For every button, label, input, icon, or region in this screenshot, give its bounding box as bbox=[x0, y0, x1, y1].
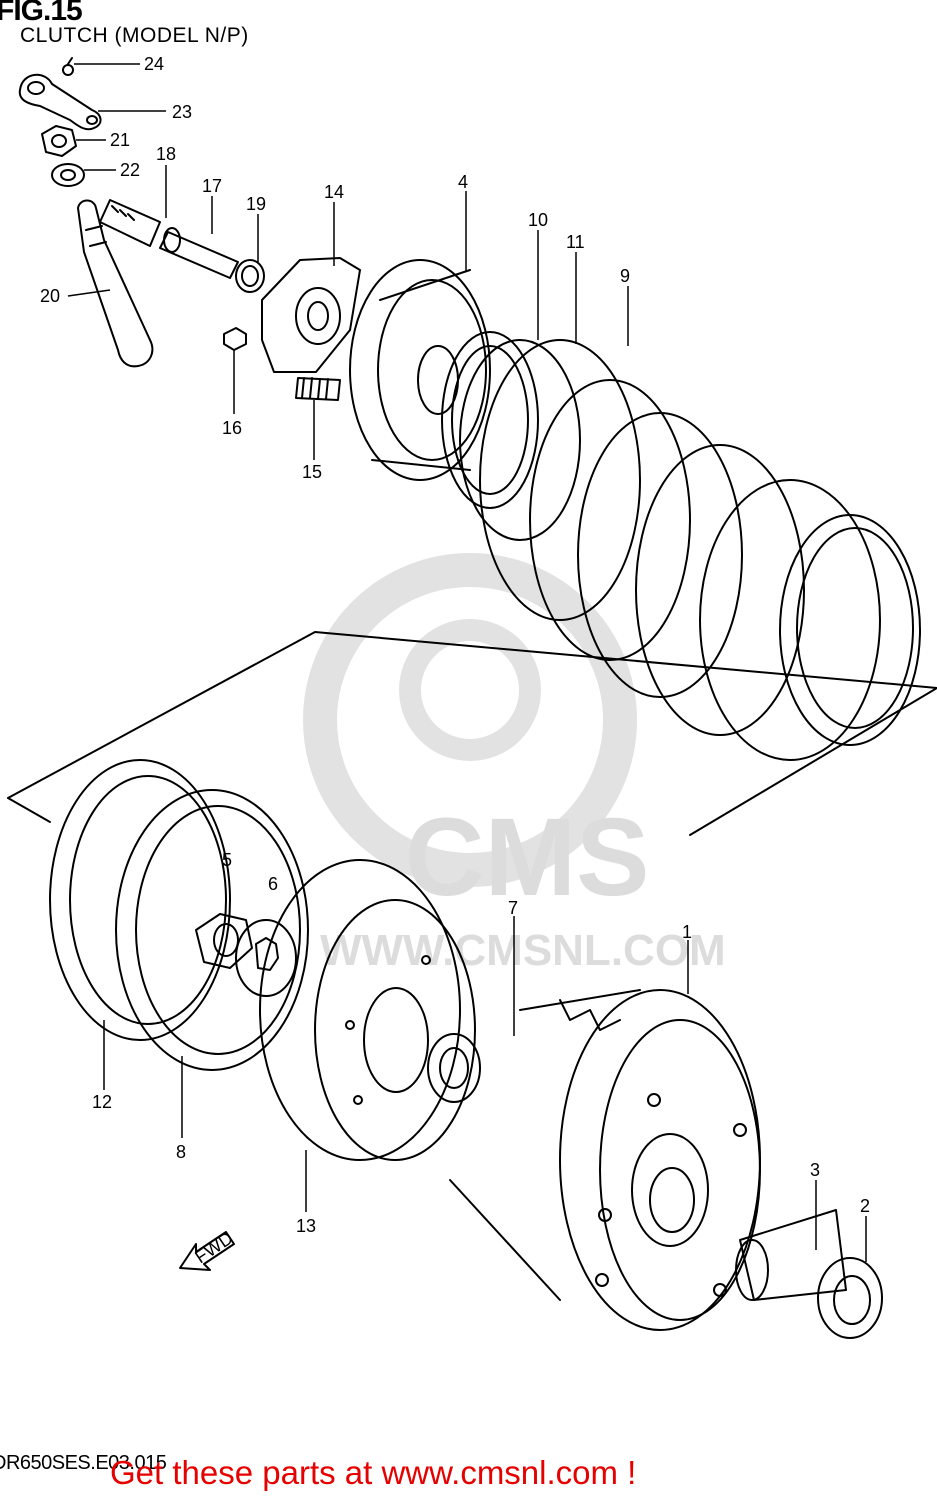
callout-3[interactable]: 3 bbox=[810, 1160, 820, 1180]
callout-24[interactable]: 24 bbox=[144, 54, 164, 74]
callout-11[interactable]: 11 bbox=[566, 232, 585, 252]
part-8-driven-plate bbox=[115, 789, 309, 1071]
watermark-url: WWW.CMSNL.COM bbox=[320, 926, 726, 975]
callout-20[interactable]: 20 bbox=[40, 286, 60, 306]
callout-2[interactable]: 2 bbox=[860, 1196, 870, 1216]
fwd-arrow-label: FWD bbox=[191, 1228, 236, 1267]
callout-14[interactable]: 14 bbox=[324, 182, 344, 202]
part-10-spring-seat bbox=[441, 331, 539, 509]
callout-1[interactable]: 1 bbox=[682, 922, 692, 942]
part-23-release-lever bbox=[18, 74, 102, 131]
part-9-plates-stack bbox=[479, 339, 921, 761]
fwd-arrow bbox=[179, 1231, 235, 1271]
part-1-primary-driven-gear bbox=[449, 989, 761, 1331]
part-6-lock-washer bbox=[235, 919, 297, 997]
callout-12[interactable]: 12 bbox=[92, 1092, 112, 1112]
part-22-washer bbox=[51, 163, 85, 187]
watermark-logo: CMS bbox=[405, 796, 649, 919]
callout-7[interactable]: 7 bbox=[508, 898, 518, 918]
part-19-o-ring bbox=[235, 259, 265, 293]
callout-13[interactable]: 13 bbox=[296, 1216, 316, 1236]
watermark: CMS WWW.CMSNL.COM bbox=[303, 553, 726, 975]
figure-subtitle: CLUTCH (MODEL N/P) bbox=[20, 24, 249, 47]
leader-lines bbox=[67, 63, 867, 1262]
part-11-judder-spring bbox=[459, 339, 581, 541]
callout-5[interactable]: 5 bbox=[222, 850, 232, 870]
callout-17[interactable]: 17 bbox=[202, 176, 222, 196]
part-18-release-rod bbox=[99, 199, 161, 247]
callout-10[interactable]: 10 bbox=[528, 210, 548, 230]
part-15-spring bbox=[295, 377, 341, 401]
part-16-bolt bbox=[223, 327, 247, 351]
callout-23[interactable]: 23 bbox=[172, 102, 192, 122]
callout-16[interactable]: 16 bbox=[222, 418, 242, 438]
callout-21[interactable]: 21 bbox=[110, 130, 130, 150]
callout-15[interactable]: 15 bbox=[302, 462, 322, 482]
part-5-clutch-sleeve-nut bbox=[195, 913, 253, 969]
callout-4[interactable]: 4 bbox=[458, 172, 468, 192]
callout-8[interactable]: 8 bbox=[176, 1142, 186, 1162]
part-7-thrust-washer bbox=[427, 1033, 481, 1103]
part-2-thrust-washer bbox=[817, 1257, 883, 1339]
callout-18[interactable]: 18 bbox=[156, 144, 176, 164]
group-outline-left bbox=[7, 797, 51, 823]
callout-6[interactable]: 6 bbox=[268, 874, 278, 894]
part-24-screw bbox=[62, 57, 74, 76]
callout-19[interactable]: 19 bbox=[246, 194, 266, 214]
callout-9[interactable]: 9 bbox=[620, 266, 630, 286]
part-13-clutch-sleeve-hub bbox=[259, 859, 476, 1161]
part-20-release-shaft bbox=[77, 199, 154, 368]
part-3-spacer bbox=[735, 1209, 847, 1301]
diagram-code: DR650SES.E03.015 bbox=[0, 1452, 167, 1474]
part-4-pressure-plate bbox=[349, 259, 491, 481]
part-21-nut bbox=[41, 125, 77, 157]
callouts: 24 23 21 22 18 17 19 14 4 10 11 9 20 16 … bbox=[40, 54, 870, 1236]
group-outline-right bbox=[689, 687, 937, 836]
part-14-pressure-plate-lifter bbox=[261, 257, 361, 373]
get-parts-link[interactable]: Get these parts at www.cmsnl.com ! bbox=[110, 1454, 637, 1491]
part-12-drive-plate bbox=[49, 759, 231, 1041]
figure-title: FIG.15 bbox=[0, 0, 83, 27]
part-17-pushrod bbox=[159, 227, 239, 279]
callout-22[interactable]: 22 bbox=[120, 160, 140, 180]
group-outline-top bbox=[7, 631, 937, 799]
